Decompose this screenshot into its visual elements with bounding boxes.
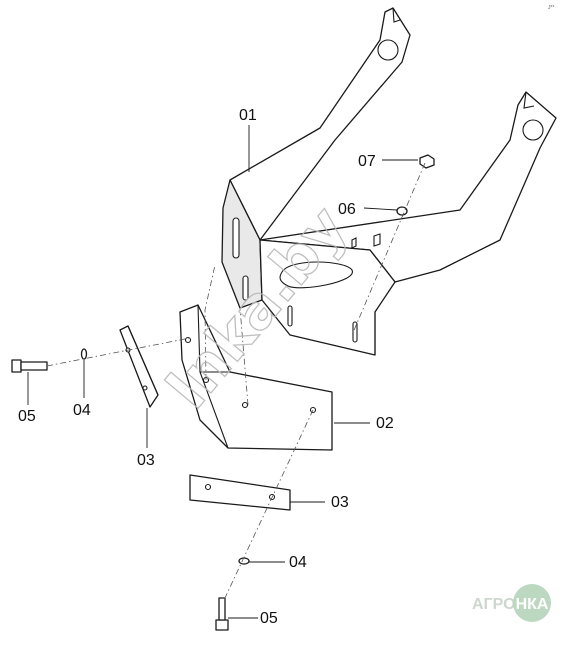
left-arm-hole — [377, 39, 399, 61]
callout-02: 02 — [376, 415, 394, 432]
front-slot-left — [287, 305, 293, 327]
right-arm-hole — [522, 119, 544, 141]
callout-03-left: 03 — [137, 452, 155, 469]
washer-06 — [396, 206, 408, 216]
logo-text: АГРО — [472, 596, 516, 613]
side-slot-lower — [242, 275, 249, 301]
logo-badge-text: НКА — [516, 596, 549, 613]
plate-part-02 — [179, 304, 333, 451]
spacer-plate-03-left — [119, 325, 159, 408]
front-plate-slot — [279, 261, 353, 289]
callout-07: 07 — [358, 153, 376, 170]
bracket-left-arm — [229, 7, 411, 241]
callout-05-bottom: 05 — [260, 610, 278, 627]
corner-mark: J** — [548, 5, 554, 11]
assembly-lines — [46, 162, 426, 601]
logo-badge — [513, 584, 551, 622]
bracket-part-01 — [221, 7, 557, 356]
angled-plate — [179, 304, 333, 451]
side-slot-upper — [232, 217, 240, 259]
callout-04-bottom: 04 — [289, 554, 307, 571]
nut-07 — [419, 154, 435, 169]
callout-03-bottom: 03 — [331, 494, 349, 511]
bolt-05-left — [11, 359, 48, 373]
washer-04-bottom — [238, 557, 250, 565]
washer-04-left — [80, 348, 88, 360]
callout-04-left: 04 — [73, 402, 91, 419]
front-slot-right — [352, 321, 358, 343]
callout-06: 06 — [338, 201, 356, 218]
leader-lines — [27, 125, 418, 619]
spacer-plate-03-bottom — [189, 474, 291, 511]
callout-01: 01 — [239, 107, 257, 124]
callout-05-left: 05 — [18, 408, 36, 425]
bolt-05-bottom — [215, 597, 229, 631]
agronka-logo: АГРО НКА — [472, 584, 551, 622]
